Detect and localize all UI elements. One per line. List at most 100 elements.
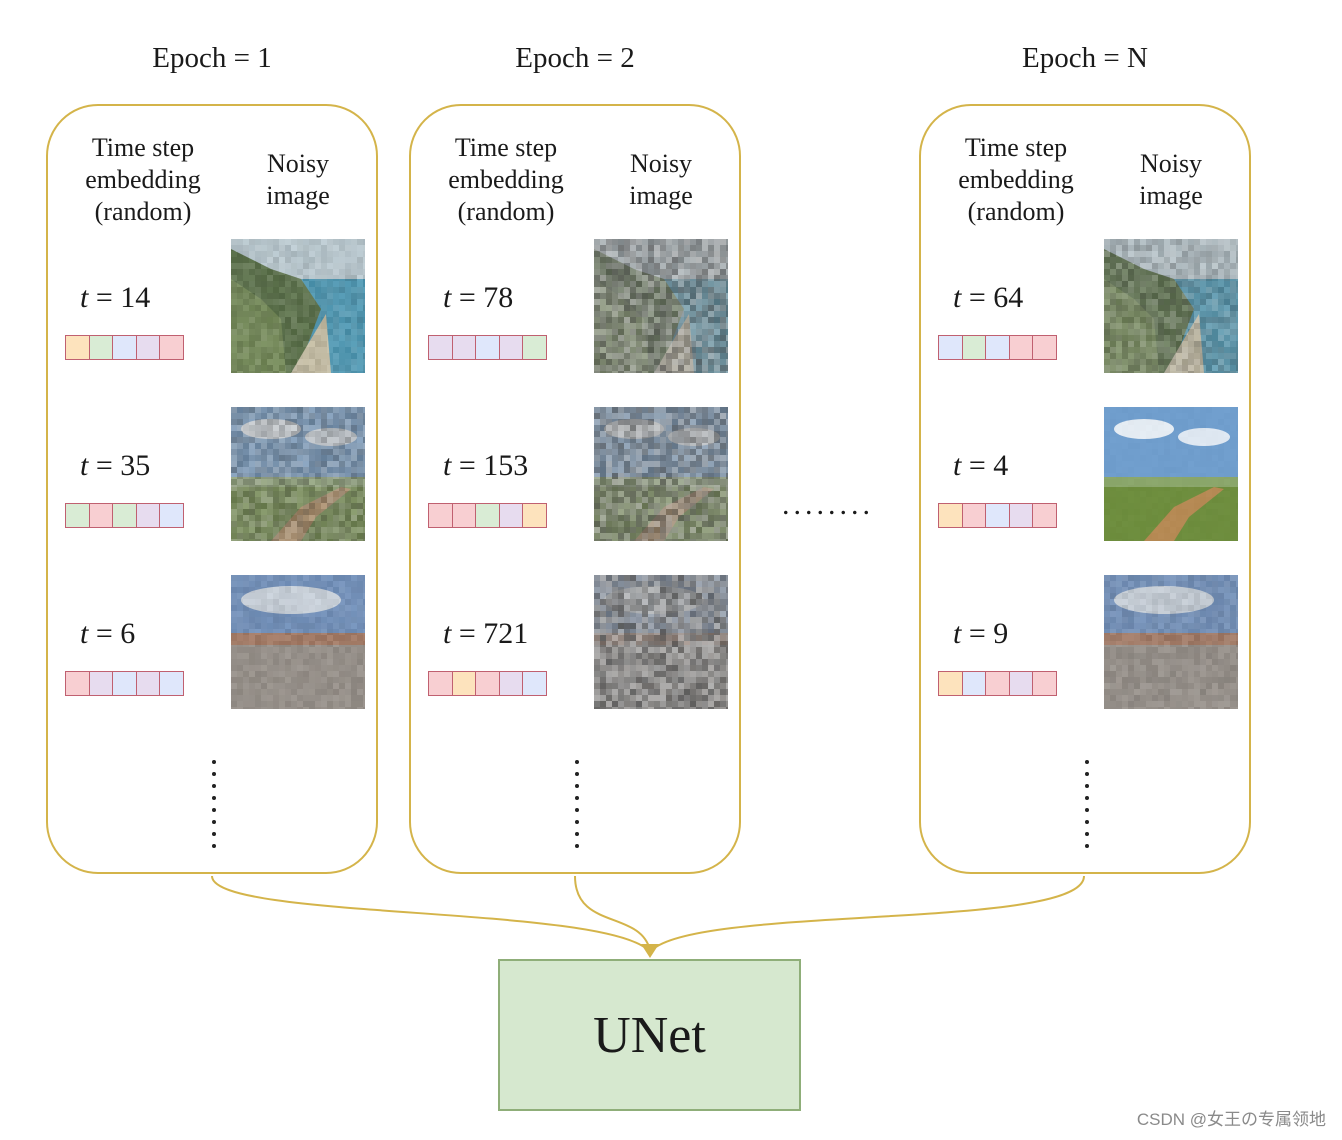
embedding-cell [135,335,161,360]
timestep-row: t = 35 [48,407,380,547]
embedding-cell [961,335,987,360]
timestep-row: t = 721 [411,575,743,715]
timestep-value: 9 [993,617,1009,650]
timestep-label: t = 153 [443,449,528,483]
embedding-cell [451,671,477,696]
timestep-symbol: t [443,281,452,314]
timestep-symbol: t [953,617,962,650]
timestep-equals: = [88,281,121,314]
embedding-cell [985,503,1010,528]
unet-label: UNet [593,1006,706,1064]
embedding-header-line: embedding [448,165,564,194]
timestep-row: t = 153 [411,407,743,547]
embedding-header-line: embedding [958,165,1074,194]
embedding-cell [1032,671,1057,696]
vertical-ellipsis [1085,760,1089,848]
embedding-cell [498,335,524,360]
timestep-symbol: t [80,449,89,482]
epoch-title: Epoch = 1 [152,42,272,74]
embedding-cell [65,503,90,528]
noisy-image-header-line: Noisy [629,149,693,178]
timestep-label: t = 6 [80,617,135,651]
vertical-ellipsis [212,760,216,848]
embedding-cell [522,503,547,528]
timestep-label: t = 78 [443,281,513,315]
timestep-row: t = 6 [48,575,380,715]
embedding-cell [961,503,987,528]
timestep-symbol: t [443,617,452,650]
embedding-cell [112,671,137,696]
embedding-vector [65,503,184,528]
embedding-cell [112,503,137,528]
embedding-vector [428,671,547,696]
timestep-value: 6 [120,617,136,650]
embedding-cell [135,503,161,528]
noisy-image-header-line: image [629,181,693,210]
embedding-cell [938,671,963,696]
timestep-value: 78 [483,281,514,314]
epoch-ellipsis: ........ [782,488,874,521]
embedding-cell [135,671,161,696]
embedding-vector [65,671,184,696]
embedding-header-line: Time step [454,133,558,162]
timestep-value: 153 [483,449,529,482]
embedding-cell [1032,503,1057,528]
embedding-vector [938,671,1057,696]
timestep-equals: = [961,449,994,482]
epoch-title: Epoch = 2 [515,42,635,74]
embedding-cell [451,335,477,360]
embedding-cell [498,503,524,528]
timestep-symbol: t [80,617,89,650]
timestep-row: t = 14 [48,239,380,379]
timestep-row: t = 78 [411,239,743,379]
embedding-vector [428,503,547,528]
timestep-symbol: t [443,449,452,482]
timestep-value: 4 [993,449,1009,482]
noisy-image [594,575,728,709]
embedding-cell [475,335,500,360]
timestep-equals: = [451,281,484,314]
timestep-symbol: t [953,281,962,314]
embedding-cell [522,671,547,696]
embedding-cell [159,671,184,696]
embedding-vector [938,503,1057,528]
noisy-image-header-line: Noisy [266,149,330,178]
embedding-header-line: (random) [94,197,192,226]
noisy-image [1104,407,1238,541]
embedding-cell [1008,503,1034,528]
embedding-cell [159,503,184,528]
timestep-label: t = 4 [953,449,1008,483]
timestep-label: t = 35 [80,449,150,483]
timestep-row: t = 4 [921,407,1253,547]
embedding-header-line: embedding [85,165,201,194]
noisy-image [231,407,365,541]
embedding-vector [938,335,1057,360]
epoch-title: Epoch = N [1022,42,1148,74]
timestep-symbol: t [953,449,962,482]
connector-path [574,875,651,951]
embedding-cell [88,503,114,528]
embedding-cell [1008,671,1034,696]
timestep-equals: = [451,449,484,482]
embedding-cell [88,335,114,360]
watermark: CSDN @女王の专属领地 [1136,1110,1326,1129]
embedding-header-line: (random) [967,197,1065,226]
timestep-equals: = [961,617,994,650]
timestep-label: t = 64 [953,281,1023,315]
timestep-label: t = 14 [80,281,150,315]
embedding-vector [428,335,547,360]
embedding-cell [159,335,184,360]
embedding-cell [65,335,90,360]
embedding-cell [451,503,477,528]
unet-box: UNet [498,959,801,1111]
timestep-row: t = 9 [921,575,1253,715]
embedding-cell [65,671,90,696]
embedding-cell [428,671,453,696]
